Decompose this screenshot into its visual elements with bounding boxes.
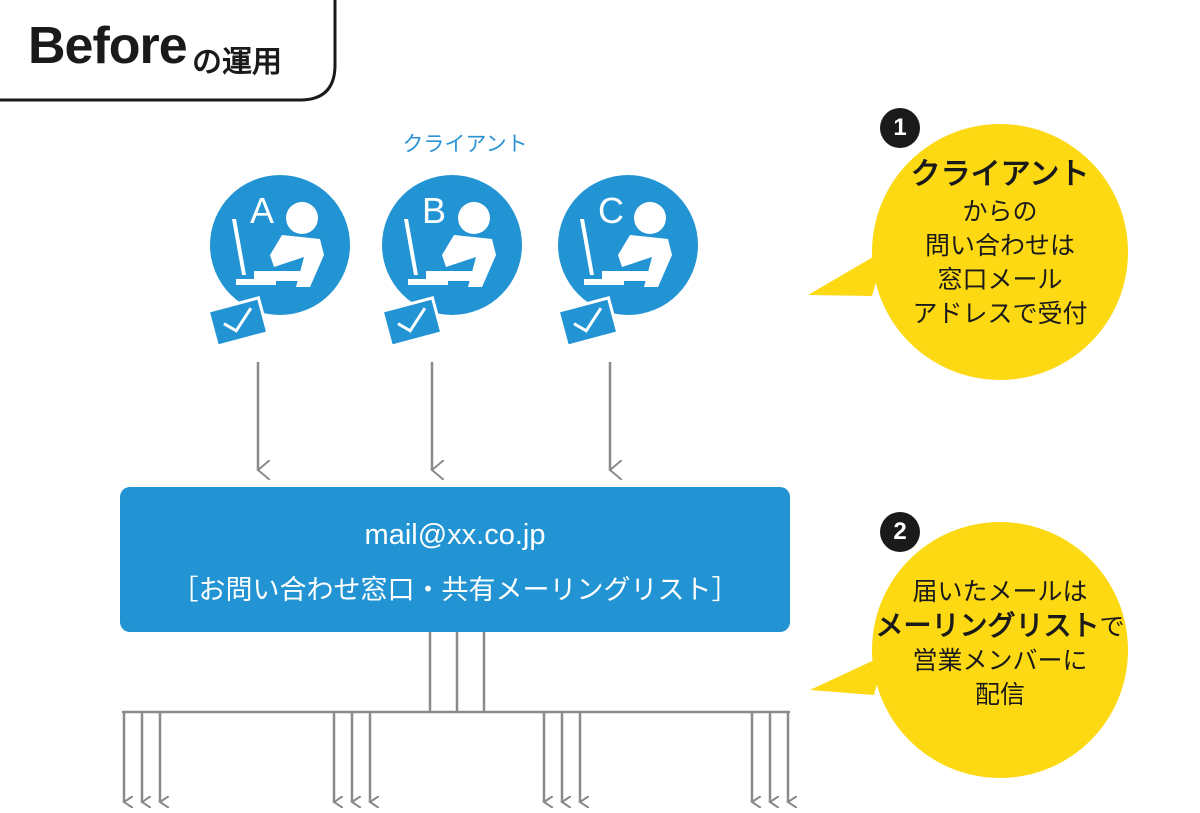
step-number-1: 1 bbox=[880, 108, 920, 148]
mailing-list-address: mail@xx.co.jp bbox=[364, 519, 546, 551]
step-2-line: 配信 bbox=[974, 680, 1025, 709]
title-frame bbox=[0, 0, 337, 102]
inbound-arrows bbox=[258, 362, 610, 470]
step-2-line: 営業メンバーに bbox=[912, 646, 1088, 675]
client-b-icon: B bbox=[382, 175, 522, 315]
step-number-2: 2 bbox=[880, 512, 920, 552]
mailing-list-description: ［お問い合わせ窓口・共有メーリングリスト］ bbox=[171, 575, 739, 606]
envelope-icon bbox=[380, 296, 444, 348]
speech-bubble-2 bbox=[810, 522, 1128, 778]
page-title: Before bbox=[28, 17, 188, 75]
step-2-text: 届いたメールは メーリングリストで 営業メンバーに 配信 bbox=[870, 575, 1130, 712]
step-1-line: からの bbox=[962, 197, 1038, 226]
client-a-icon: A bbox=[210, 175, 350, 315]
step-1-line: クライアント bbox=[910, 157, 1090, 192]
mailing-list-box: mail@xx.co.jp ［お問い合わせ窓口・共有メーリングリスト］ bbox=[120, 487, 790, 632]
member-arrows-group-1 bbox=[124, 712, 160, 802]
step-1-line: 問い合わせは bbox=[924, 231, 1075, 260]
client-letter: A bbox=[250, 190, 274, 231]
step-2-line-emphasis: メーリングリストで bbox=[870, 609, 1130, 644]
envelope-icon bbox=[206, 296, 270, 348]
step-2-particle: で bbox=[1099, 612, 1125, 641]
member-arrows-group-3 bbox=[544, 712, 580, 802]
clients-label: クライアント bbox=[402, 132, 528, 156]
client-letter: C bbox=[598, 190, 624, 231]
member-arrows-group-4 bbox=[752, 712, 788, 802]
step-2-emphasis: メーリングリスト bbox=[875, 609, 1100, 642]
client-letter: B bbox=[422, 190, 446, 231]
step-1-line: 窓口メール bbox=[937, 265, 1063, 294]
client-c-icon: C bbox=[558, 175, 698, 315]
step-2-line: 届いたメールは bbox=[912, 577, 1088, 606]
step-1-text: クライアント からの 問い合わせは 窓口メール アドレスで受付 bbox=[880, 155, 1120, 331]
distribution-lines bbox=[122, 632, 790, 802]
envelope-icon bbox=[556, 296, 620, 348]
member-arrows-group-2 bbox=[334, 712, 370, 802]
page-title-suffix: の運用 bbox=[192, 45, 282, 80]
speech-bubble-1 bbox=[808, 124, 1128, 380]
step-1-line: アドレスで受付 bbox=[912, 299, 1088, 328]
